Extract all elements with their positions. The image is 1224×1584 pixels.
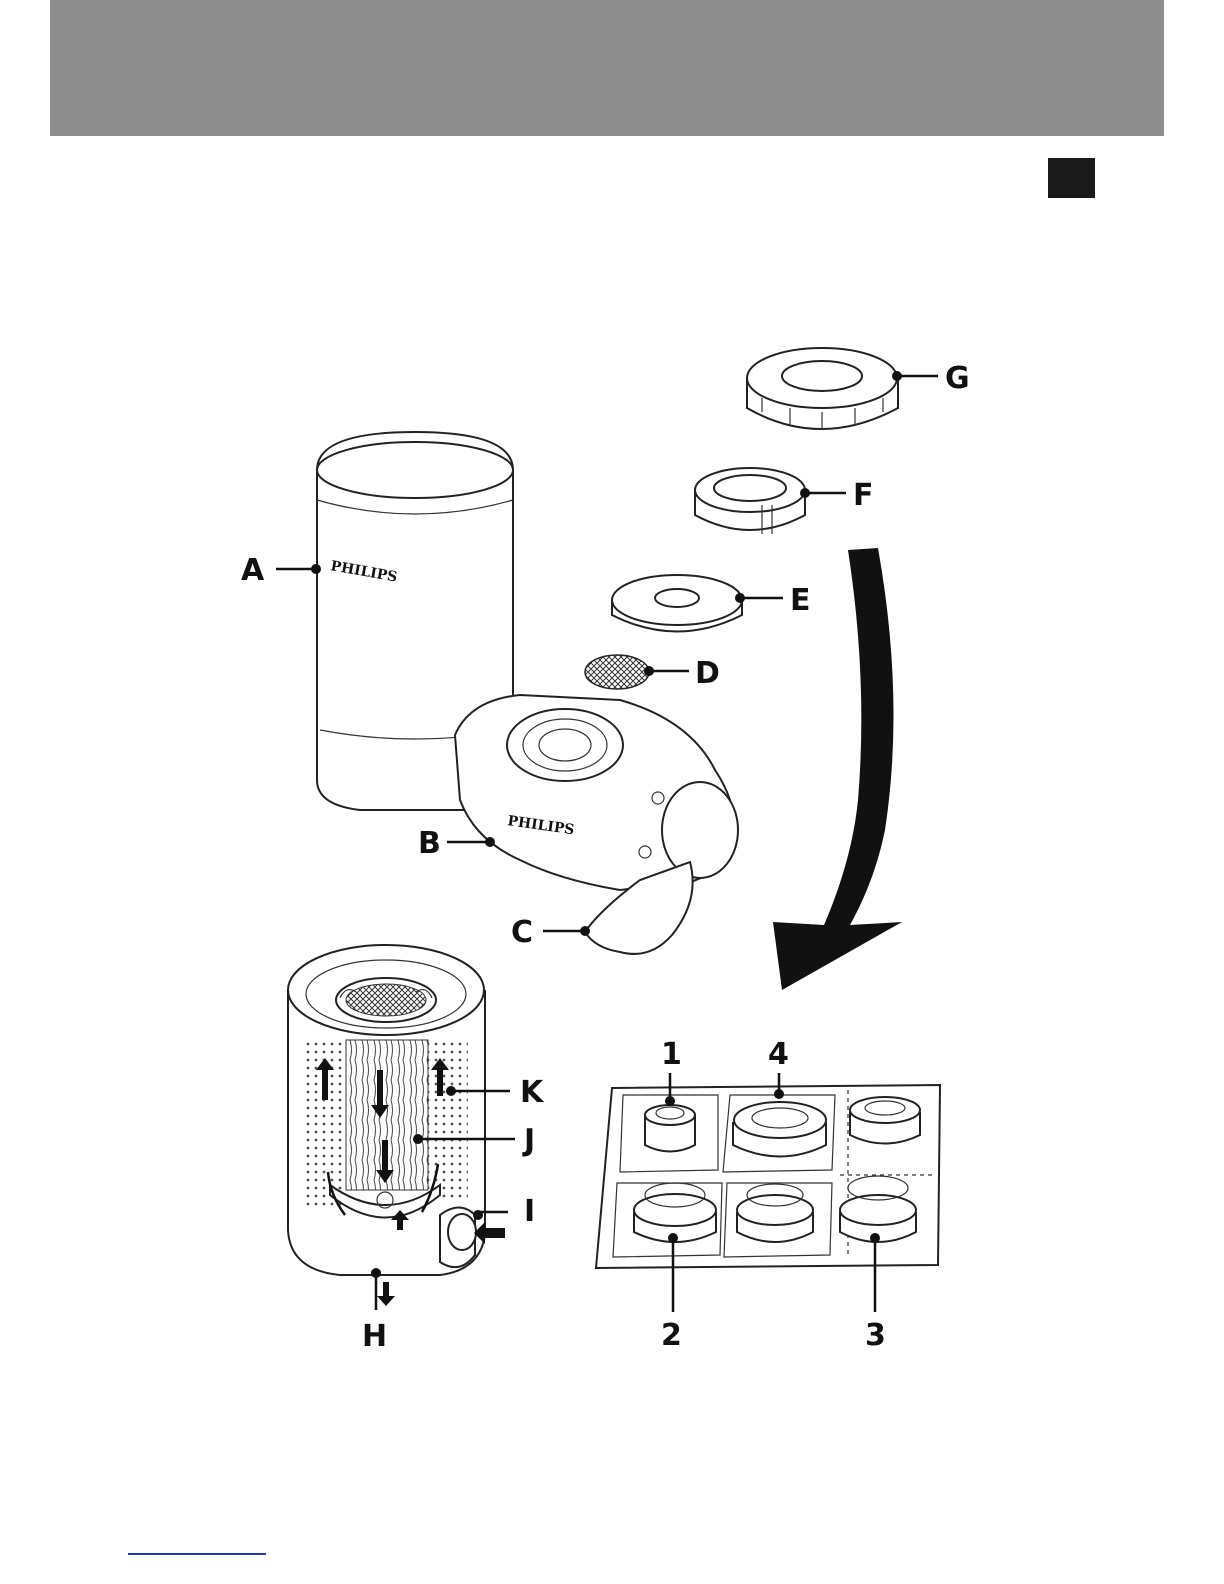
adapter-kit bbox=[596, 1085, 940, 1268]
footer-link-underline[interactable] bbox=[128, 1553, 266, 1555]
label-E: E bbox=[790, 583, 811, 618]
mesh-screen-D bbox=[585, 655, 649, 689]
label-C: C bbox=[511, 915, 533, 950]
label-J: J bbox=[522, 1123, 535, 1158]
label-K: K bbox=[520, 1075, 545, 1110]
label-G: G bbox=[945, 361, 970, 396]
adapter-number-2: 2 bbox=[661, 1318, 682, 1353]
label-I: I bbox=[524, 1194, 535, 1229]
adapter-number-4: 4 bbox=[768, 1037, 789, 1072]
adapter-F bbox=[695, 468, 805, 534]
ring-nut-G bbox=[747, 348, 898, 430]
label-A: A bbox=[241, 553, 265, 588]
label-D: D bbox=[695, 656, 720, 691]
cartridge-cutaway bbox=[288, 945, 505, 1306]
adapter-number-1: 1 bbox=[661, 1037, 682, 1072]
label-H: H bbox=[362, 1319, 387, 1354]
filter-housing-B: PHILIPS bbox=[455, 695, 738, 890]
adapter-number-3: 3 bbox=[865, 1318, 886, 1353]
label-B: B bbox=[418, 826, 441, 861]
label-F: F bbox=[853, 478, 874, 513]
washer-E bbox=[612, 575, 742, 632]
